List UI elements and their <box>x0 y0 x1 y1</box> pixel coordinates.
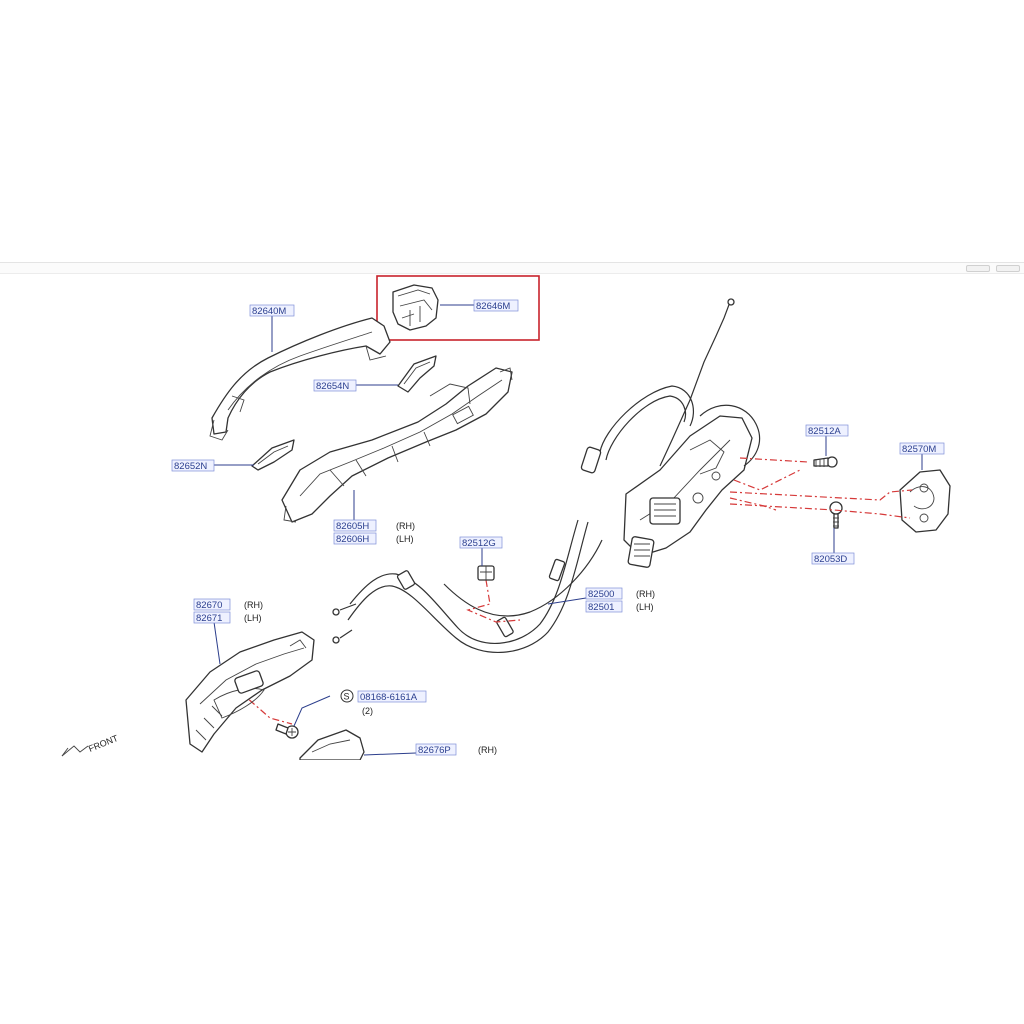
svg-text:82606H: 82606H <box>336 534 369 545</box>
part-label-82652N[interactable]: 82652N <box>171 459 215 472</box>
part-82605H-handle-bracket <box>281 367 513 523</box>
front-direction-arrow: FRONT <box>61 733 120 757</box>
part-82512A-bolt <box>813 456 838 468</box>
svg-text:82500: 82500 <box>588 589 614 600</box>
svg-text:82654N: 82654N <box>316 381 349 392</box>
part-label-82606H[interactable]: 82606H (LH) <box>333 532 414 545</box>
svg-text:(RH): (RH) <box>396 521 415 531</box>
part-82512G-clip <box>477 565 495 581</box>
svg-text:(LH): (LH) <box>396 534 414 544</box>
svg-text:(LH): (LH) <box>244 613 262 623</box>
svg-text:82671: 82671 <box>196 613 222 624</box>
svg-text:82670: 82670 <box>196 600 222 611</box>
part-82654N-gasket <box>397 355 437 393</box>
svg-text:82640M: 82640M <box>252 306 286 317</box>
part-label-08168-6161A[interactable]: S 08168-6161A (2) <box>340 689 427 716</box>
part-08168-screw <box>275 723 299 739</box>
part-82646M-cap <box>392 284 439 331</box>
viewer-toolbar <box>0 262 1024 274</box>
svg-text:82053D: 82053D <box>814 554 847 565</box>
part-label-82500[interactable]: 82500 (RH) <box>585 587 655 600</box>
front-label: FRONT <box>87 733 120 754</box>
part-label-82570M[interactable]: 82570M <box>899 442 945 455</box>
svg-text:08168-6161A: 08168-6161A <box>360 692 418 703</box>
highlight-box <box>376 275 540 341</box>
part-82676P-escutcheon <box>299 729 365 761</box>
minimize-icon[interactable] <box>966 265 990 272</box>
svg-text:82652N: 82652N <box>174 461 207 472</box>
part-label-82640M[interactable]: 82640M <box>249 304 295 317</box>
svg-text:(RH): (RH) <box>244 600 263 610</box>
part-label-82676P[interactable]: 82676P (RH) <box>415 743 497 756</box>
part-82640M-outside-handle <box>209 317 391 441</box>
svg-text:82512A: 82512A <box>808 426 841 437</box>
standard-part-symbol: S <box>344 692 350 702</box>
svg-text:(LH): (LH) <box>636 602 654 612</box>
part-82053D-bolt <box>829 501 843 529</box>
svg-text:82646M: 82646M <box>476 301 510 312</box>
lock-cables <box>332 298 735 654</box>
svg-text:(RH): (RH) <box>636 589 655 599</box>
svg-text:(RH): (RH) <box>478 745 497 755</box>
part-label-82053D[interactable]: 82053D <box>811 552 855 565</box>
part-label-82512G[interactable]: 82512G <box>459 536 503 549</box>
svg-text:(2): (2) <box>362 706 373 716</box>
part-label-82646M[interactable]: 82646M <box>473 299 519 312</box>
part-82670-inside-handle <box>185 631 315 753</box>
leader-lines <box>213 304 923 756</box>
svg-text:82570M: 82570M <box>902 444 936 455</box>
part-label-82671[interactable]: 82671 (LH) <box>193 611 262 624</box>
svg-text:82605H: 82605H <box>336 521 369 532</box>
part-label-82654N[interactable]: 82654N <box>313 379 357 392</box>
part-label-82605H[interactable]: 82605H (RH) <box>333 519 415 532</box>
canvas-bottom <box>0 760 1024 1024</box>
svg-text:82501: 82501 <box>588 602 614 613</box>
part-82500-door-lock-actuator <box>623 404 761 568</box>
part-82652N-gasket <box>251 439 295 471</box>
installation-lines <box>237 457 913 725</box>
part-label-82512A[interactable]: 82512A <box>805 424 849 437</box>
part-label-82670[interactable]: 82670 (RH) <box>193 598 263 611</box>
maximize-icon[interactable] <box>996 265 1020 272</box>
part-label-82501[interactable]: 82501 (LH) <box>585 600 654 613</box>
svg-text:82512G: 82512G <box>462 538 496 549</box>
svg-text:82676P: 82676P <box>418 745 451 756</box>
part-82570M-striker <box>899 469 951 533</box>
